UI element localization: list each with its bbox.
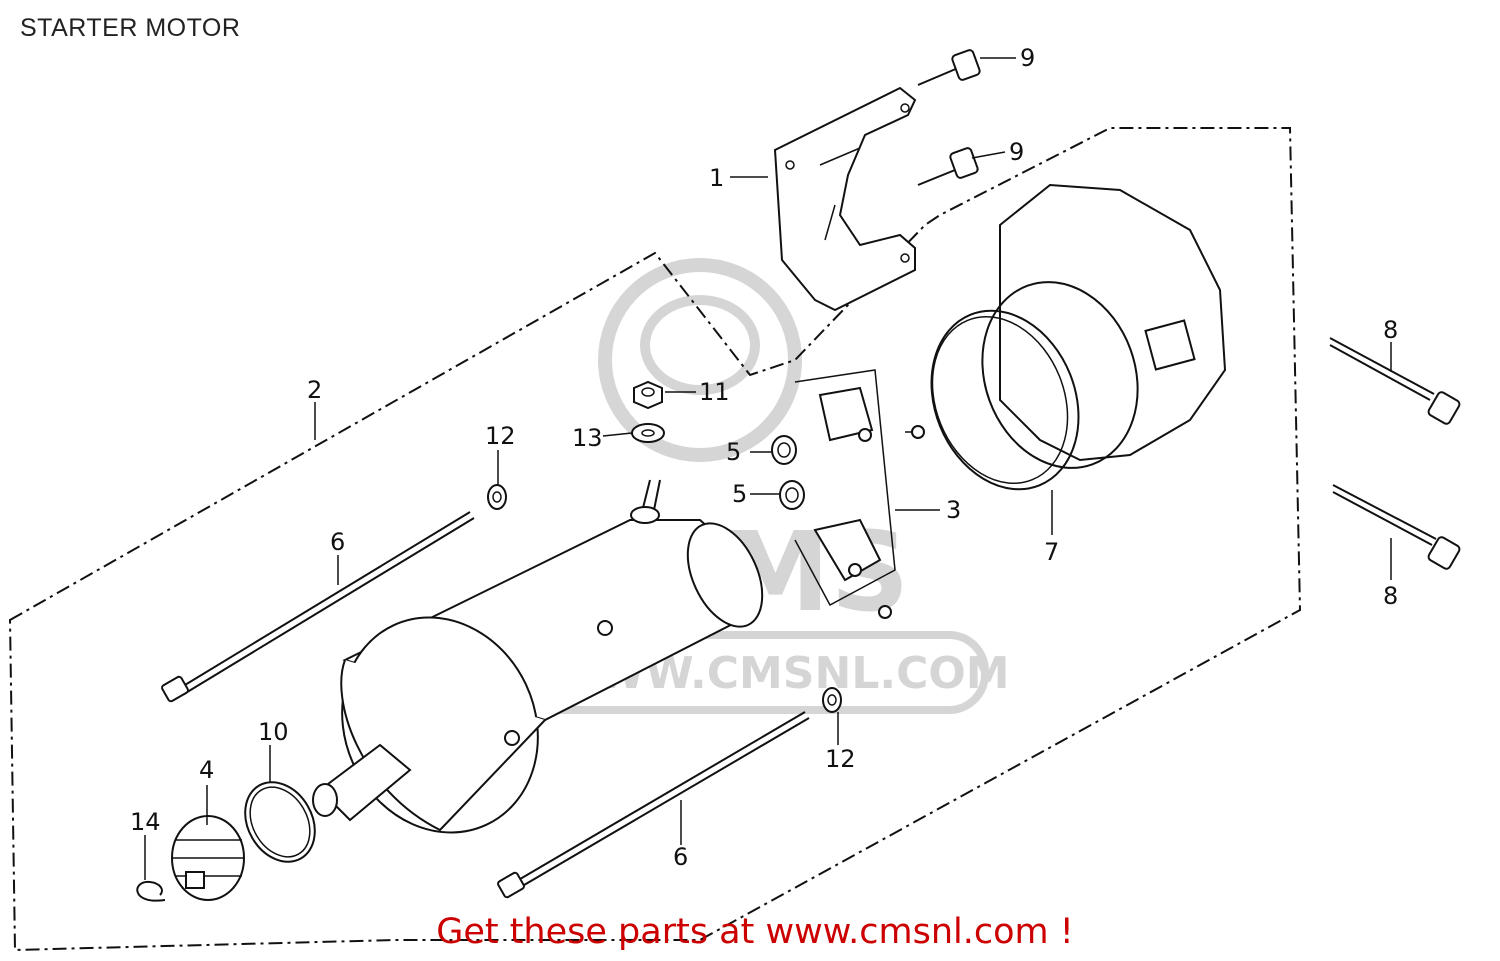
callout-4: 4 <box>199 756 214 784</box>
rear-cover-part-7 <box>930 183 1227 491</box>
long-bolt-part-6-upper <box>161 511 475 703</box>
callout-11: 11 <box>699 378 730 406</box>
callout-6-lower: 6 <box>673 843 688 871</box>
long-bolt-part-6-lower <box>497 711 810 899</box>
callout-7: 7 <box>1044 538 1059 566</box>
spring-part-5-upper <box>771 435 797 465</box>
callout-9-lower: 9 <box>1009 138 1024 166</box>
bolt-part-9-lower <box>917 147 979 186</box>
bolt-part-9-upper <box>917 49 981 86</box>
callout-9-upper: 9 <box>1020 44 1035 72</box>
callout-8-lower: 8 <box>1383 582 1398 610</box>
bracket-part-1 <box>773 86 917 312</box>
grommet-part-12-upper <box>487 484 507 510</box>
circlip-part-14 <box>136 880 166 902</box>
washer-part-13 <box>631 423 665 443</box>
get-parts-link[interactable]: Get these parts at www.cmsnl.com ! <box>436 912 1074 952</box>
nut-part-11 <box>633 380 663 410</box>
callout-5-lower: 5 <box>732 480 747 508</box>
pinion-gear-part-4 <box>171 815 245 901</box>
callout-8-upper: 8 <box>1383 316 1398 344</box>
o-ring-part-10 <box>244 781 316 863</box>
grommet-part-12-lower <box>822 687 842 713</box>
leader-lines <box>144 57 1392 880</box>
callout-10: 10 <box>258 718 289 746</box>
callout-1: 1 <box>709 164 724 192</box>
callout-5-upper: 5 <box>726 438 741 466</box>
callout-6-upper: 6 <box>330 528 345 556</box>
page-title: STARTER MOTOR <box>20 14 241 42</box>
assembly-2-frame <box>8 127 1302 952</box>
bolt-part-8-lower <box>1332 484 1461 570</box>
callout-3: 3 <box>946 496 961 524</box>
callout-14: 14 <box>130 808 161 836</box>
brush-holder-part-3 <box>794 369 925 619</box>
callout-13: 13 <box>572 424 603 452</box>
callout-12-lower: 12 <box>825 745 856 773</box>
callout-12-upper: 12 <box>485 422 516 450</box>
motor-body-part-2 <box>312 479 764 834</box>
bolt-part-8-upper <box>1329 337 1461 425</box>
callout-2: 2 <box>307 376 322 404</box>
spring-part-5-lower <box>779 480 805 510</box>
